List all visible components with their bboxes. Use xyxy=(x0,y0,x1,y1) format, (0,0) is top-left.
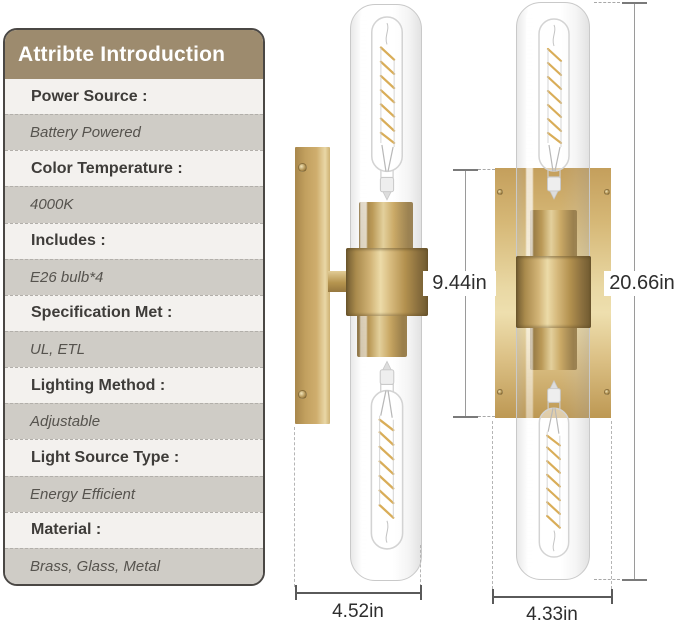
edison-bulb-graphic xyxy=(538,18,570,200)
dimension-label-total-height: 20.66in xyxy=(604,271,679,296)
attr-label: Power Source : xyxy=(5,79,263,115)
dimension-label-backplate-height: 9.44in xyxy=(423,271,496,296)
dimension-end-tick xyxy=(492,589,494,604)
attr-label: Color Temperature : xyxy=(5,150,263,187)
attr-value: Adjustable xyxy=(5,403,263,440)
mounting-screw xyxy=(497,389,503,395)
attribute-rows: Power Source : Battery Powered Color Tem… xyxy=(5,79,263,584)
attr-value: UL, ETL xyxy=(5,330,263,368)
attr-label: Includes : xyxy=(5,222,263,259)
wall-plate-side-view xyxy=(295,147,330,424)
mounting-screw xyxy=(298,163,307,172)
extension-line xyxy=(611,421,612,594)
dimension-label-side-width: 4.52in xyxy=(332,601,384,622)
attr-value: Battery Powered xyxy=(5,114,263,151)
dimension-end-tick xyxy=(420,585,422,600)
extension-line xyxy=(492,421,493,594)
center-brass-band xyxy=(516,256,591,328)
mounting-screw xyxy=(497,189,503,195)
dimension-end-cap xyxy=(622,579,647,581)
dimension-end-cap xyxy=(453,416,478,418)
extension-line xyxy=(478,416,495,417)
support-arm xyxy=(328,271,350,292)
extension-line xyxy=(294,427,295,587)
extension-line xyxy=(478,169,495,170)
edison-bulb-graphic xyxy=(370,360,404,550)
mounting-screw xyxy=(604,389,610,395)
dimension-end-cap xyxy=(622,2,647,4)
attr-value: 4000K xyxy=(5,186,263,223)
socket-cup-top xyxy=(530,210,577,258)
dimension-end-cap xyxy=(453,169,478,171)
socket-cup-top xyxy=(359,202,413,249)
table-title: Attribte Introduction xyxy=(5,30,263,79)
dimension-line-front-width xyxy=(492,596,612,598)
attr-label: Light Source Type : xyxy=(5,439,263,476)
attr-value: E26 bulb*4 xyxy=(5,258,263,295)
extension-line xyxy=(594,2,620,3)
mounting-screw xyxy=(604,189,610,195)
mounting-screw xyxy=(298,390,307,399)
extension-line xyxy=(420,545,421,587)
attribute-table: Attribte Introduction Power Source : Bat… xyxy=(3,28,265,586)
dimension-end-tick xyxy=(295,585,297,600)
center-brass-band xyxy=(346,248,428,316)
dimension-label-front-width: 4.33in xyxy=(526,604,578,624)
dimension-end-tick xyxy=(611,589,613,604)
attr-label: Material : xyxy=(5,511,263,548)
edison-bulb-graphic xyxy=(371,16,403,201)
socket-cup-bottom xyxy=(530,328,577,370)
attr-label: Lighting Method : xyxy=(5,367,263,404)
dimension-line-side-width xyxy=(295,592,421,594)
edison-bulb-graphic xyxy=(538,379,570,558)
attr-label: Specification Met : xyxy=(5,294,263,331)
extension-line xyxy=(594,579,620,580)
attr-value: Brass, Glass, Metal xyxy=(5,547,263,584)
attr-value: Energy Efficient xyxy=(5,475,263,512)
